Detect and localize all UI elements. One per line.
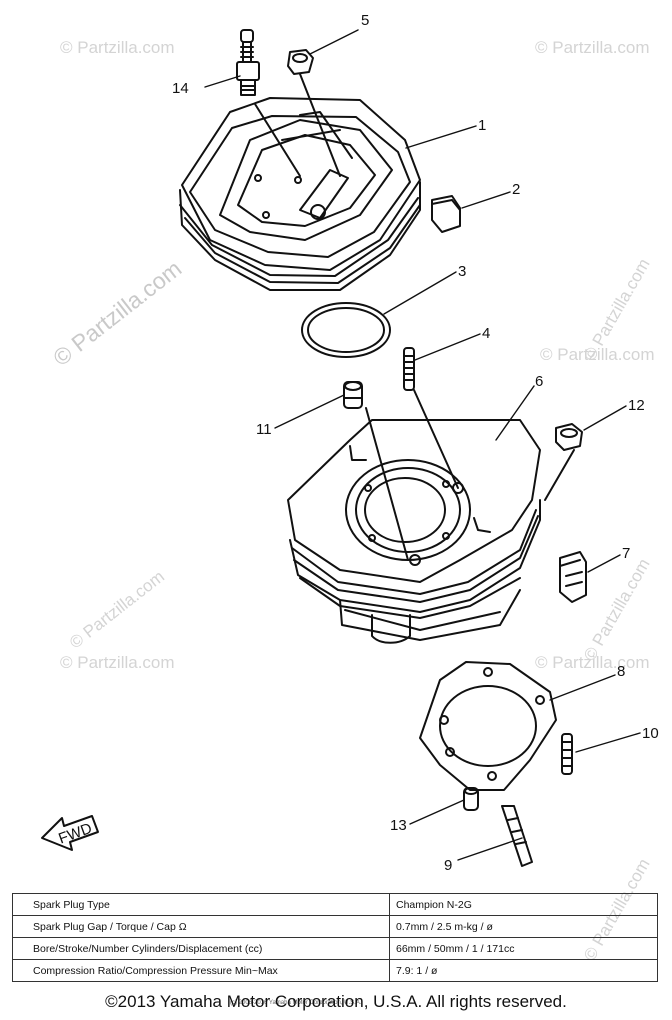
forward-label: FWD xyxy=(56,820,94,848)
table-row: Spark Plug Gap / Torque / Cap Ω 0.7mm / … xyxy=(12,915,658,938)
callout-2: 2 xyxy=(512,181,520,198)
spec-value: 66mm / 50mm / 1 / 171cc xyxy=(389,937,658,960)
spec-value: Champion N-2G xyxy=(389,893,658,916)
table-row: Bore/Stroke/Number Cylinders/Displacemen… xyxy=(12,937,658,960)
callout-1: 1 xyxy=(478,117,486,134)
callout-6: 6 xyxy=(535,373,543,390)
short-stud-right xyxy=(561,733,573,775)
spec-value: 7.9: 1 / ø xyxy=(389,959,658,982)
table-row: Spark Plug Type Champion N-2G xyxy=(12,893,658,916)
callout-7: 7 xyxy=(622,545,630,562)
spark-plug xyxy=(236,29,260,96)
damper-block-upper xyxy=(431,195,461,233)
callout-3: 3 xyxy=(458,263,466,280)
spec-label: Spark Plug Gap / Torque / Cap Ω xyxy=(12,915,390,938)
cylinder-nut-left xyxy=(343,381,363,409)
small-copyright: (c) 2006-2016 Yamaha Motor Corporation, … xyxy=(230,1000,362,1006)
callout-9: 9 xyxy=(444,857,452,874)
footer-copyright: ©2013 Yamaha Motor Corporation, U.S.A. A… xyxy=(105,992,567,1011)
callout-14: 14 xyxy=(172,80,189,97)
leader-lines xyxy=(204,29,641,861)
callout-5: 5 xyxy=(361,12,369,29)
callout-12: 12 xyxy=(628,397,645,414)
cap-nut xyxy=(287,49,314,75)
callout-8: 8 xyxy=(617,663,625,680)
table-row: Compression Ratio/Compression Pressure M… xyxy=(12,959,658,982)
callout-13: 13 xyxy=(390,817,407,834)
spec-table: Spark Plug Type Champion N-2G Spark Plug… xyxy=(12,893,658,982)
base-gasket xyxy=(419,661,557,791)
callout-11: 11 xyxy=(256,421,272,438)
damper-block-lower xyxy=(559,551,587,603)
head-gasket-ring xyxy=(301,302,391,358)
spec-label: Bore/Stroke/Number Cylinders/Displacemen… xyxy=(12,937,390,960)
dowel-pin xyxy=(463,787,479,811)
cylinder xyxy=(287,389,575,644)
callout-4: 4 xyxy=(482,325,490,342)
cylinder-nut-right xyxy=(555,423,583,451)
spec-value: 0.7mm / 2.5 m-kg / ø xyxy=(389,915,658,938)
stud-bolt xyxy=(403,347,415,391)
forward-arrow-icon xyxy=(41,815,99,851)
long-stud xyxy=(501,805,533,867)
spec-label: Spark Plug Type xyxy=(12,893,390,916)
cylinder-head xyxy=(179,73,421,291)
callout-10: 10 xyxy=(642,725,659,742)
spec-label: Compression Ratio/Compression Pressure M… xyxy=(12,959,390,982)
